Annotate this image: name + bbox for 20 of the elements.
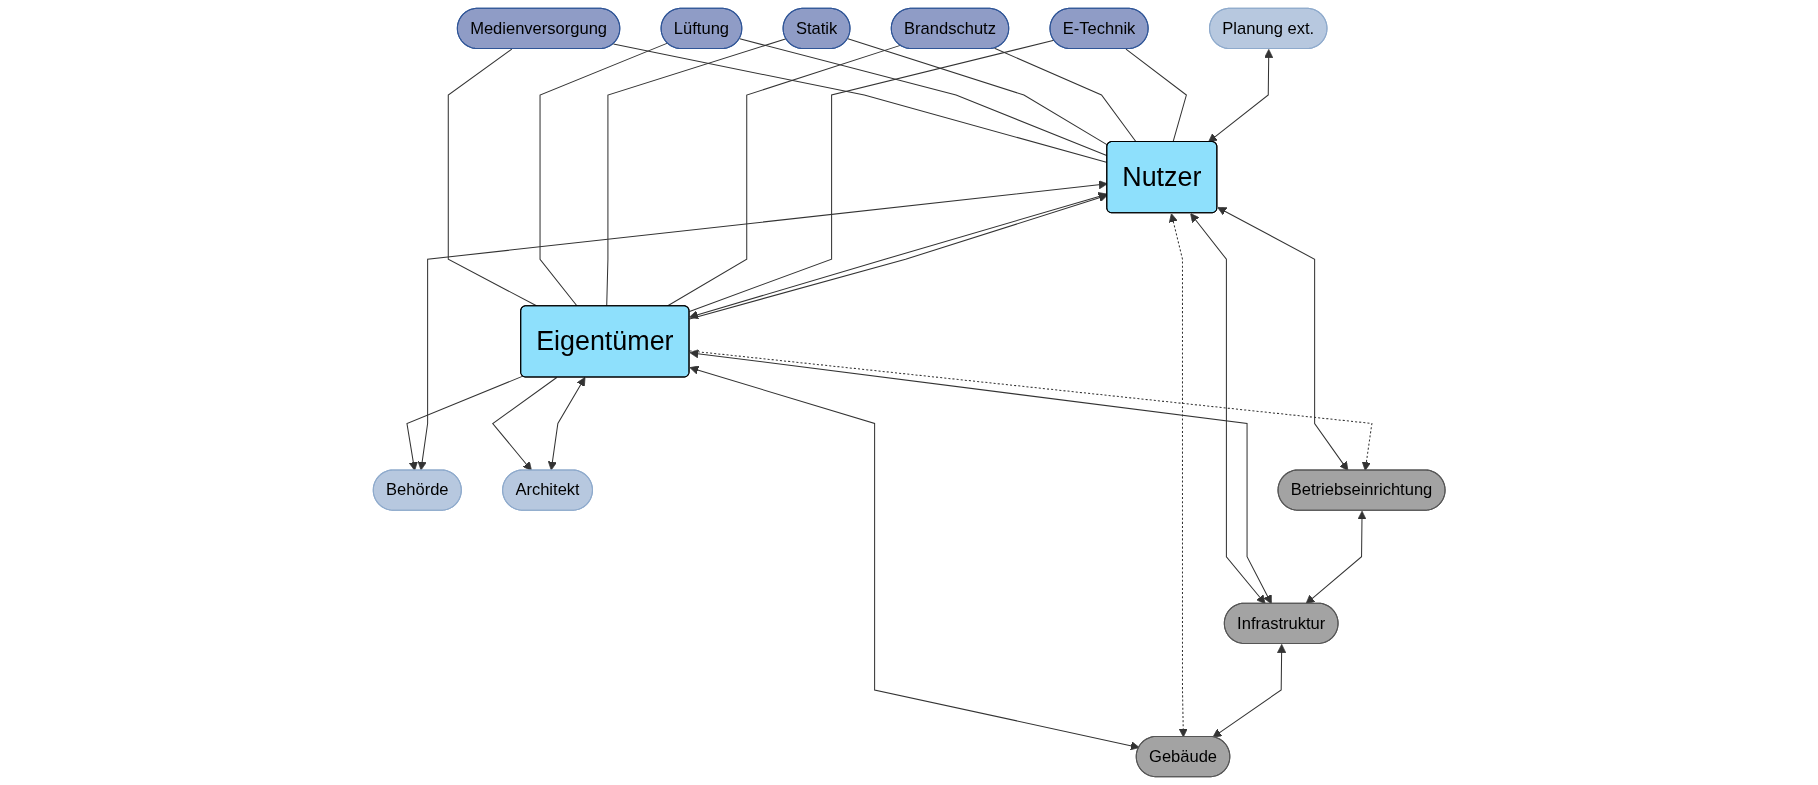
arrow — [1190, 213, 1266, 605]
arrow — [689, 349, 1272, 605]
arrow — [688, 350, 1373, 471]
connector — [539, 42, 668, 307]
connector — [666, 44, 901, 307]
arrow — [1305, 510, 1367, 605]
connector — [847, 38, 1109, 146]
connector — [606, 38, 787, 307]
arrow — [1168, 213, 1188, 738]
arrow — [406, 375, 524, 471]
arrow — [547, 377, 586, 471]
arrow — [689, 365, 1140, 751]
connector — [739, 38, 1108, 157]
connector — [688, 39, 1055, 312]
connector — [1125, 48, 1187, 143]
arrow — [1212, 644, 1286, 738]
arrow — [1207, 49, 1274, 143]
connector — [993, 47, 1137, 143]
arrow — [491, 377, 558, 471]
arrow — [1217, 207, 1349, 471]
